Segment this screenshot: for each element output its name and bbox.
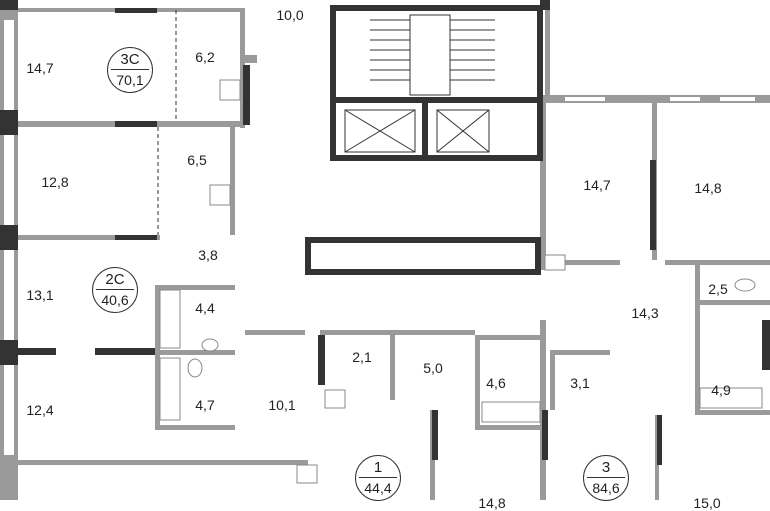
room-area: 4,9 bbox=[711, 382, 731, 398]
room-area: 12,8 bbox=[41, 174, 69, 190]
room-area: 10,1 bbox=[268, 397, 296, 413]
apartment-badge: 3С 70,1 bbox=[107, 47, 153, 93]
stair-lift-core bbox=[305, 5, 543, 275]
fixtures bbox=[159, 79, 763, 484]
zone-dividers bbox=[157, 10, 177, 235]
apartment-area: 40,6 bbox=[101, 292, 129, 308]
apartment-area: 70,1 bbox=[116, 72, 144, 88]
apartment-area: 84,6 bbox=[592, 480, 620, 496]
apartment-type: 2С bbox=[96, 268, 134, 290]
room-area: 14,3 bbox=[631, 305, 659, 321]
room-area: 3,1 bbox=[570, 375, 590, 391]
apartment-type: 1 bbox=[359, 456, 397, 478]
stairs bbox=[344, 14, 495, 153]
room-area: 12,4 bbox=[26, 402, 54, 418]
room-area: 10,0 bbox=[276, 7, 304, 23]
room-area: 3,8 bbox=[198, 247, 218, 263]
room-area: 14,7 bbox=[26, 60, 54, 76]
apartment-badge: 2С 40,6 bbox=[92, 267, 138, 313]
room-area: 6,2 bbox=[195, 49, 215, 65]
room-area: 15,0 bbox=[693, 495, 721, 511]
apartment-area: 44,4 bbox=[364, 480, 392, 496]
room-area: 14,8 bbox=[478, 495, 506, 511]
windows bbox=[4, 20, 755, 455]
room-area: 2,1 bbox=[352, 349, 372, 365]
room-area: 5,0 bbox=[423, 360, 443, 376]
apartment-type: 3С bbox=[111, 48, 149, 70]
room-area: 6,5 bbox=[187, 152, 207, 168]
room-area: 4,6 bbox=[486, 375, 506, 391]
room-area: 13,1 bbox=[26, 287, 54, 303]
room-area: 14,7 bbox=[583, 177, 611, 193]
apartment-type: 3 bbox=[587, 456, 625, 478]
bearing-walls bbox=[0, 0, 770, 465]
floor-plan bbox=[0, 0, 770, 500]
room-area: 4,4 bbox=[195, 300, 215, 316]
room-area: 2,5 bbox=[708, 281, 728, 297]
room-area: 4,7 bbox=[195, 397, 215, 413]
room-area: 14,8 bbox=[694, 180, 722, 196]
